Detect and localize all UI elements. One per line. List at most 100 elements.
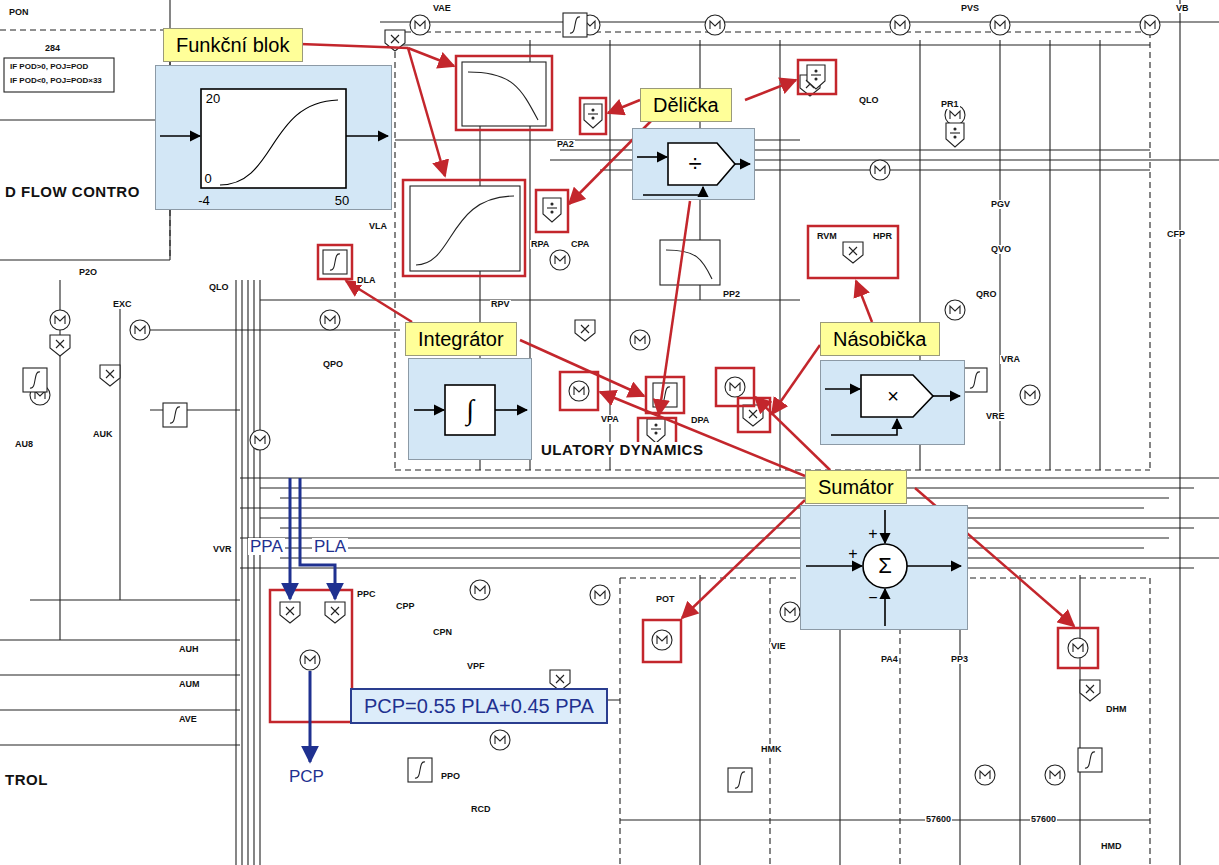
divider-symbol: ÷ [632, 128, 755, 200]
callout-label: Násobička [820, 322, 940, 356]
pointer-arrow [745, 80, 796, 100]
wire [280, 527, 1194, 528]
pointer-arrow [300, 44, 408, 48]
multiplier-symbol [575, 320, 595, 341]
highlight-frame [1058, 628, 1098, 668]
pointer-arrow [772, 345, 820, 414]
symbol-text: − [868, 590, 877, 606]
summer-symbol [1020, 385, 1040, 405]
signal-name: CPP [395, 602, 416, 611]
callout-text: Integrátor [418, 329, 504, 349]
summer-symbol [250, 430, 270, 450]
wire [280, 497, 1169, 498]
region-border [1149, 578, 1150, 865]
symbol-text: 20 [206, 92, 220, 105]
signal-name: VLA [368, 222, 388, 231]
wire [0, 119, 170, 120]
summer-symbol [990, 15, 1010, 35]
signal-name: PLA [312, 538, 348, 555]
wire [150, 329, 400, 330]
highlight-frame [798, 60, 836, 94]
multiplier-symbol [280, 602, 300, 623]
symbol-text: × [887, 386, 899, 406]
wire [1019, 575, 1020, 865]
signal-name: PPA [248, 538, 285, 555]
signal-name: 284 [44, 44, 61, 53]
signal-name: RPA [530, 240, 550, 249]
function-graph [410, 186, 520, 271]
signal-name: DHM [1105, 705, 1128, 714]
summer-symbol [870, 160, 890, 180]
summer-symbol [705, 15, 725, 35]
wire [260, 517, 1219, 518]
callout-text: PCP=0.55 PLA+0.45 PPA [364, 696, 594, 716]
wire [240, 567, 1194, 568]
signal-name: VAE [432, 4, 452, 13]
wire [119, 300, 120, 600]
signal-arrow [309, 671, 312, 762]
signal-name: P2O [78, 268, 98, 277]
pointer-arrow [408, 48, 454, 66]
summer-symbol [50, 310, 70, 330]
signal-name: RVM [816, 232, 838, 241]
pointer-arrow [346, 281, 412, 322]
summer-symbol [550, 250, 570, 270]
signal-name: QLO [208, 283, 230, 292]
symbol-text: Σ [878, 555, 892, 577]
wire [253, 280, 254, 865]
wire [240, 477, 1219, 478]
wire [0, 744, 240, 745]
symbol-text: ÷ [688, 152, 701, 176]
signal-name: PR1 [940, 100, 960, 109]
divider-symbol [946, 123, 964, 147]
multiplier-symbol [100, 365, 120, 386]
symbol-text: ∫ [466, 396, 474, 424]
summer-symbol [1045, 765, 1065, 785]
integrator-symbol: ∫ [408, 358, 532, 460]
integrator-symbol [728, 768, 752, 792]
wire [240, 537, 1169, 538]
summer-symbol [652, 630, 672, 650]
signal-name: DLA [356, 276, 377, 285]
summer-symbol [470, 580, 490, 600]
divider-symbol [543, 198, 561, 222]
highlight-frame [716, 368, 754, 406]
function-graph [462, 62, 546, 126]
highlight-frame [560, 372, 598, 410]
highlight-frame [646, 377, 684, 413]
section-title: TROL [4, 772, 49, 787]
pointer-arrow [520, 340, 644, 396]
integrator-symbol [23, 368, 47, 392]
wire [395, 44, 1150, 45]
signal-name: AUK [92, 430, 114, 439]
signal-name: EXC [112, 300, 133, 309]
highlight-frame [643, 620, 681, 662]
summer-symbol [975, 765, 995, 785]
signal-name: VB [1175, 4, 1190, 13]
integrator-symbol [163, 403, 187, 427]
signal-name: CFP [1166, 230, 1186, 239]
highlight-frame [536, 190, 568, 232]
signal-name: VRE [985, 412, 1006, 421]
region-border [394, 32, 395, 470]
wire [0, 639, 240, 640]
wire [699, 575, 700, 865]
callout-label: Sumátor [805, 470, 907, 504]
pointer-arrow [856, 281, 872, 322]
function-block-symbol: 200-450 [155, 65, 392, 210]
callout-text: Dělička [653, 95, 719, 115]
symbol-text: + [868, 526, 877, 542]
signal-name: PA4 [880, 655, 899, 664]
pointer-arrow [755, 397, 830, 470]
signal-name: PVS [960, 4, 980, 13]
callout-text: Sumátor [818, 477, 894, 497]
signal-name: AUH [178, 645, 200, 654]
wire [235, 280, 236, 865]
summer-symbol [320, 310, 340, 330]
signal-name: PPO [440, 772, 461, 781]
signal-name: POT [655, 595, 676, 604]
region-border [769, 578, 770, 865]
summer-symbol [1140, 15, 1160, 35]
signal-name: RPV [490, 300, 511, 309]
